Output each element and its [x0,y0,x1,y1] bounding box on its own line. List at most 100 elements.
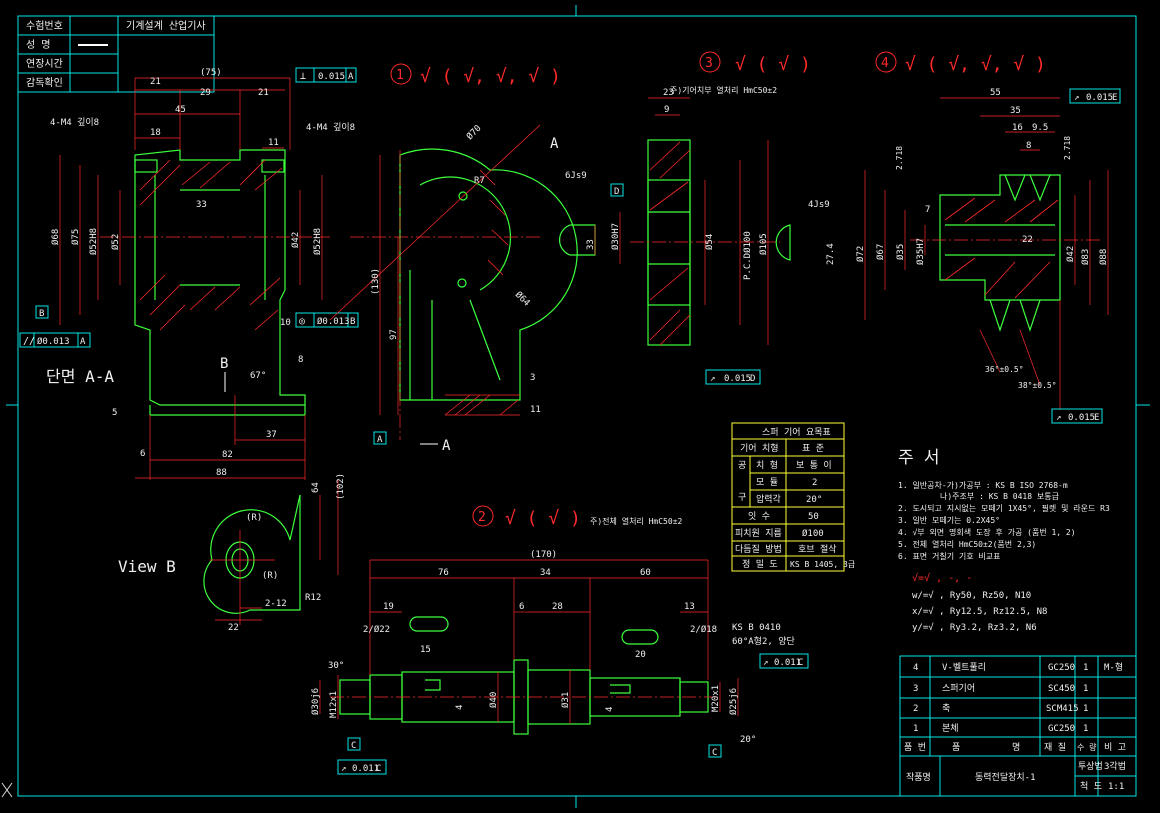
parts-row-3-qty: 1 [1083,724,1088,734]
p1-tol-par: Ø0.013 [37,336,70,347]
rough-3: y/=√ , Ry3.2, Rz3.2, N6 [912,622,1037,633]
p1-datum-ref-b: B [350,317,355,327]
p2-tol-right: 0.011 [774,658,801,668]
p4-dim-35h7: Ø35H7 [915,238,926,265]
p4-dim-42: Ø42 [1065,246,1076,262]
scale-value: 1:1 [1108,782,1124,792]
p2-dim-28: 28 [552,602,563,612]
p1-dim-52h8: Ø52H8 [88,228,99,255]
p3-runout-symbol: ↗ [710,374,715,384]
p2-dim-19: 19 [383,602,394,612]
p2-datum-ref-c-left: C [376,764,381,774]
parts-row-3-no: 1 [913,724,918,734]
p4-dim-22: 22 [1022,235,1033,245]
proj-value: 3각법 [1104,760,1126,772]
vb-dim-102: (102) [336,473,346,500]
p1-dim-67: 67° [250,371,266,381]
parts-header-name: 명 [1012,742,1020,753]
p1-dim-r7: R7 [474,176,485,186]
parts-row-2-mat: SCM415 [1046,704,1079,714]
p2-finish-note: 주)전체 열처리 HmC50±2 [590,516,683,526]
p4-tol-b: 0.015 [1068,413,1095,423]
parts-row-2-name: 축 [942,703,950,714]
p2-dim-20deg: 20° [740,735,756,745]
p4-dim-88: Ø88 [1098,249,1109,265]
p4-tol-frame-bottom [1051,408,1103,424]
note-2: 2. 도시되고 지시없는 모떼기 1X45°, 필렛 및 라운드 R3 [898,503,1110,513]
p1-dim-97: 97 [389,329,399,340]
parts-list-table [899,655,1137,797]
notes-block: 주 서 1. 일반공차-가)가공부 : KS B ISO 2768-m 나)주조… [898,448,1110,633]
part4-pulley-view: 55 35 16 9.5 8 2.718 2.718 4Js9 27.4 Ø72… [775,88,1121,424]
p2-dim-m12: M12x1 [329,691,339,718]
vb-dim-r2: (R) [262,571,278,581]
view-b: View B (R) (R) R12 2-12 22 64 (102) [118,473,346,633]
note-1b: 나)주조부 : KS B 0418 보통급 [940,492,1059,501]
parts-header-no: 품 번 [904,742,926,753]
rough-1: w/=√ , Ry50, Rz50, N10 [912,590,1031,601]
title-label-exam-no: 수험번호 [26,20,63,32]
p1-dim-37: 37 [266,430,277,440]
p2-ks-center: KS B 0410 [732,623,781,633]
p1-dim-21b: 21 [258,88,269,98]
p1-dim-8: 8 [298,355,303,365]
p1-dim-11b: 11 [530,405,541,415]
p3-datum-ref-d: D [750,374,755,384]
p3-tol: 0.015 [724,374,751,384]
gear-row-0-label: 치 형 [756,459,778,471]
p1-dim-42: Ø42 [290,232,301,248]
part2-shaft-view: 주)전체 열처리 HmC50±2 [310,516,809,775]
p2-center-note: 60°A형2, 양단 [732,636,795,647]
gear-table-title: 스퍼 기어 요목표 [762,427,831,438]
p1-dim-18: 18 [150,128,161,138]
p1-dim-130: (130) [371,268,381,295]
p1-tol-conc: Ø0.013 [317,316,350,327]
vb-dim-212: 2-12 [265,599,287,609]
p4-angle-a: 36°±0.5° [985,365,1024,374]
p4-angle-b: 38°±0.5° [1018,381,1057,390]
p1-dim-10: 10 [280,318,291,328]
part4-number: 4 [881,56,889,71]
p2-dim-34: 34 [540,568,551,578]
parts-header-remark: 비 고 [1104,742,1126,753]
gear-row-2-label: 압력각 [756,493,781,505]
p1-datum-b-label: B [39,309,44,319]
p4-dim-4js9: 4Js9 [808,200,830,210]
p1-dim-45: 45 [175,105,186,115]
p3-finish-note: 주)기어치부 열처리 HmC50±2 [670,85,777,95]
rough-0: √=√ , -, - [912,572,972,584]
p1-dim-29: 29 [200,88,211,98]
part4-surface-symbols: √ ( √, √, √ ) [905,54,1046,75]
gear-row-2-value: 20° [806,495,822,505]
part2-number: 2 [478,510,486,525]
p1-dim-82: 82 [222,450,233,460]
part3-surface-symbols: √ ( √ ) [735,54,811,75]
p3-dim-33: 33 [586,239,596,250]
vb-dim-64: 64 [311,482,321,493]
p2-dim-13: 13 [684,602,695,612]
part1-number: 1 [396,68,404,83]
p1-dim-70: Ø70 [464,123,483,142]
p3-dim-54: Ø54 [704,234,715,250]
drawing-border [17,15,1137,797]
gear-row-3-label: 잇 수 [748,510,770,522]
parts-row-0-note: M-형 [1104,662,1123,673]
parts-row-2-qty: 1 [1083,704,1088,714]
p4-dim-95: 9.5 [1032,123,1048,133]
p2-runout-symbol-right: ↗ [763,658,768,668]
p1-dim-64: Ø64 [513,289,532,308]
gear-row-4-value: Ø100 [802,528,824,539]
perp-symbol: ⊥ [300,71,306,82]
p4-dim-16: 16 [1012,123,1023,133]
p2-datum-c-left-box [347,737,361,751]
p2-tol-frame-left [337,759,387,775]
work-label: 작품명 [906,772,931,783]
p1-dim-11: 11 [268,138,279,148]
p4-dim-7: 7 [925,205,930,215]
rough-2: x/=√ , Ry12.5, Rz12.5, N8 [912,606,1047,617]
p4-tol-frame-top [1069,88,1121,104]
p1-dim-33: 33 [196,200,207,210]
gear-table-side-0: 공 [738,460,746,471]
parts-row-1-name: 스퍼기어 [942,683,975,694]
